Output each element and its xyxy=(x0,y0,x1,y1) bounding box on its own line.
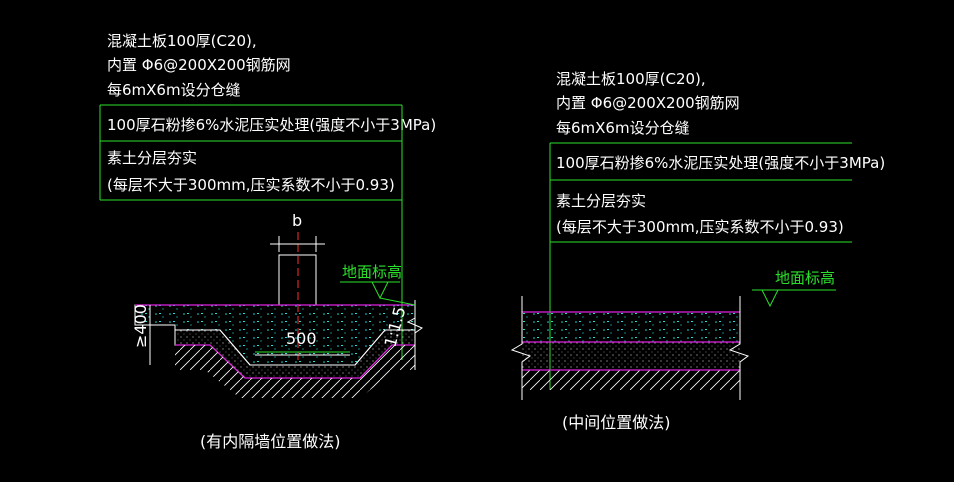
right-note-line3: 每6mX6m设分仓缝 xyxy=(556,119,690,137)
right-ground-label: 地面标高 xyxy=(775,269,835,287)
right-concrete-slab xyxy=(522,312,740,342)
dim-b: b xyxy=(292,211,302,230)
right-note-line2: 内置 Φ6@200X200钢筋网 xyxy=(556,94,740,112)
left-ground-label: 地面标高 xyxy=(342,263,402,281)
right-stone-powder-layer xyxy=(522,342,740,370)
left-layer3-line2: (每层不大于300mm,压实系数不小于0.93) xyxy=(107,176,395,194)
left-layer2: 100厚石粉掺6%水泥压实处理(强度不小于3MPa) xyxy=(107,116,436,134)
right-note-line1: 混凝土板100厚(C20), xyxy=(556,70,706,88)
dim-500: 500 xyxy=(286,329,317,348)
soil-hatch xyxy=(175,345,415,398)
left-detail: 混凝土板100厚(C20), 内置 Φ6@200X200钢筋网 每6mX6m设分… xyxy=(99,32,436,451)
right-soil-hatch xyxy=(522,370,740,390)
right-caption: (中间位置做法) xyxy=(562,413,671,432)
right-layer3-line1: 素土分层夯实 xyxy=(556,192,646,210)
left-note-line1: 混凝土板100厚(C20), xyxy=(107,32,257,50)
left-caption: (有内隔墙位置做法) xyxy=(200,432,341,451)
right-layer2: 100厚石粉掺6%水泥压实处理(强度不小于3MPa) xyxy=(556,154,885,172)
left-note-line3: 每6mX6m设分仓缝 xyxy=(107,81,241,99)
left-note-line2: 内置 Φ6@200X200钢筋网 xyxy=(107,56,291,74)
left-layer3-line1: 素土分层夯实 xyxy=(107,149,197,167)
right-detail: 混凝土板100厚(C20), 内置 Φ6@200X200钢筋网 每6mX6m设分… xyxy=(510,70,885,432)
right-layer3-line2: (每层不大于300mm,压实系数不小于0.93) xyxy=(556,218,844,236)
dim-400: ≥400 xyxy=(131,304,150,348)
